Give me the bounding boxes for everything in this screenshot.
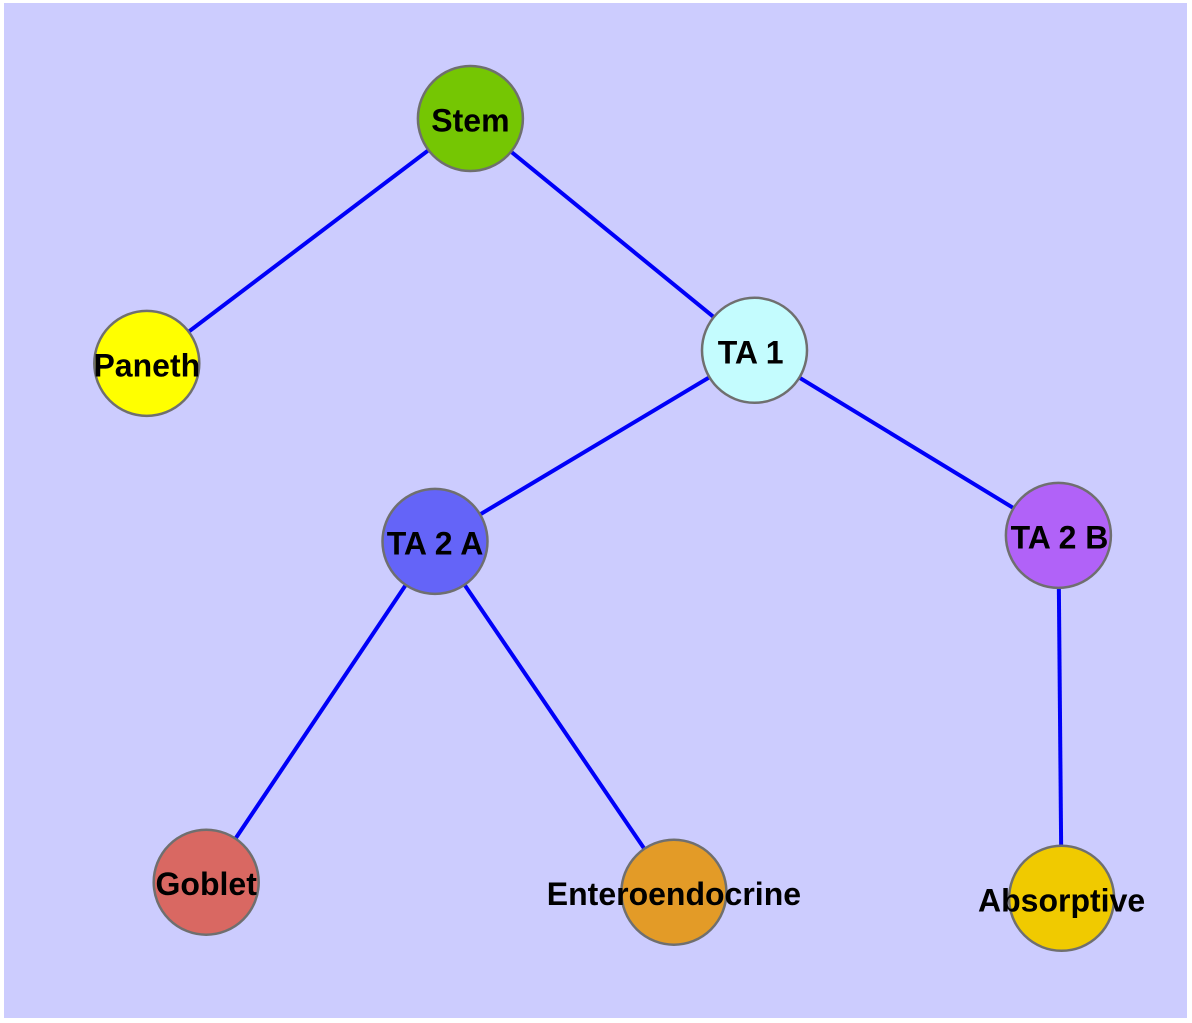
svg-text:Stem: Stem bbox=[431, 103, 509, 139]
svg-text:TA 2 A: TA 2 A bbox=[387, 525, 484, 561]
svg-text:Paneth: Paneth bbox=[93, 347, 200, 383]
svg-text:Absorptive: Absorptive bbox=[978, 882, 1145, 918]
svg-text:TA 2 B: TA 2 B bbox=[1011, 519, 1109, 555]
svg-text:Goblet: Goblet bbox=[156, 866, 258, 902]
svg-text:TA 1: TA 1 bbox=[718, 334, 784, 370]
svg-text:Enteroendocrine: Enteroendocrine bbox=[547, 876, 801, 912]
